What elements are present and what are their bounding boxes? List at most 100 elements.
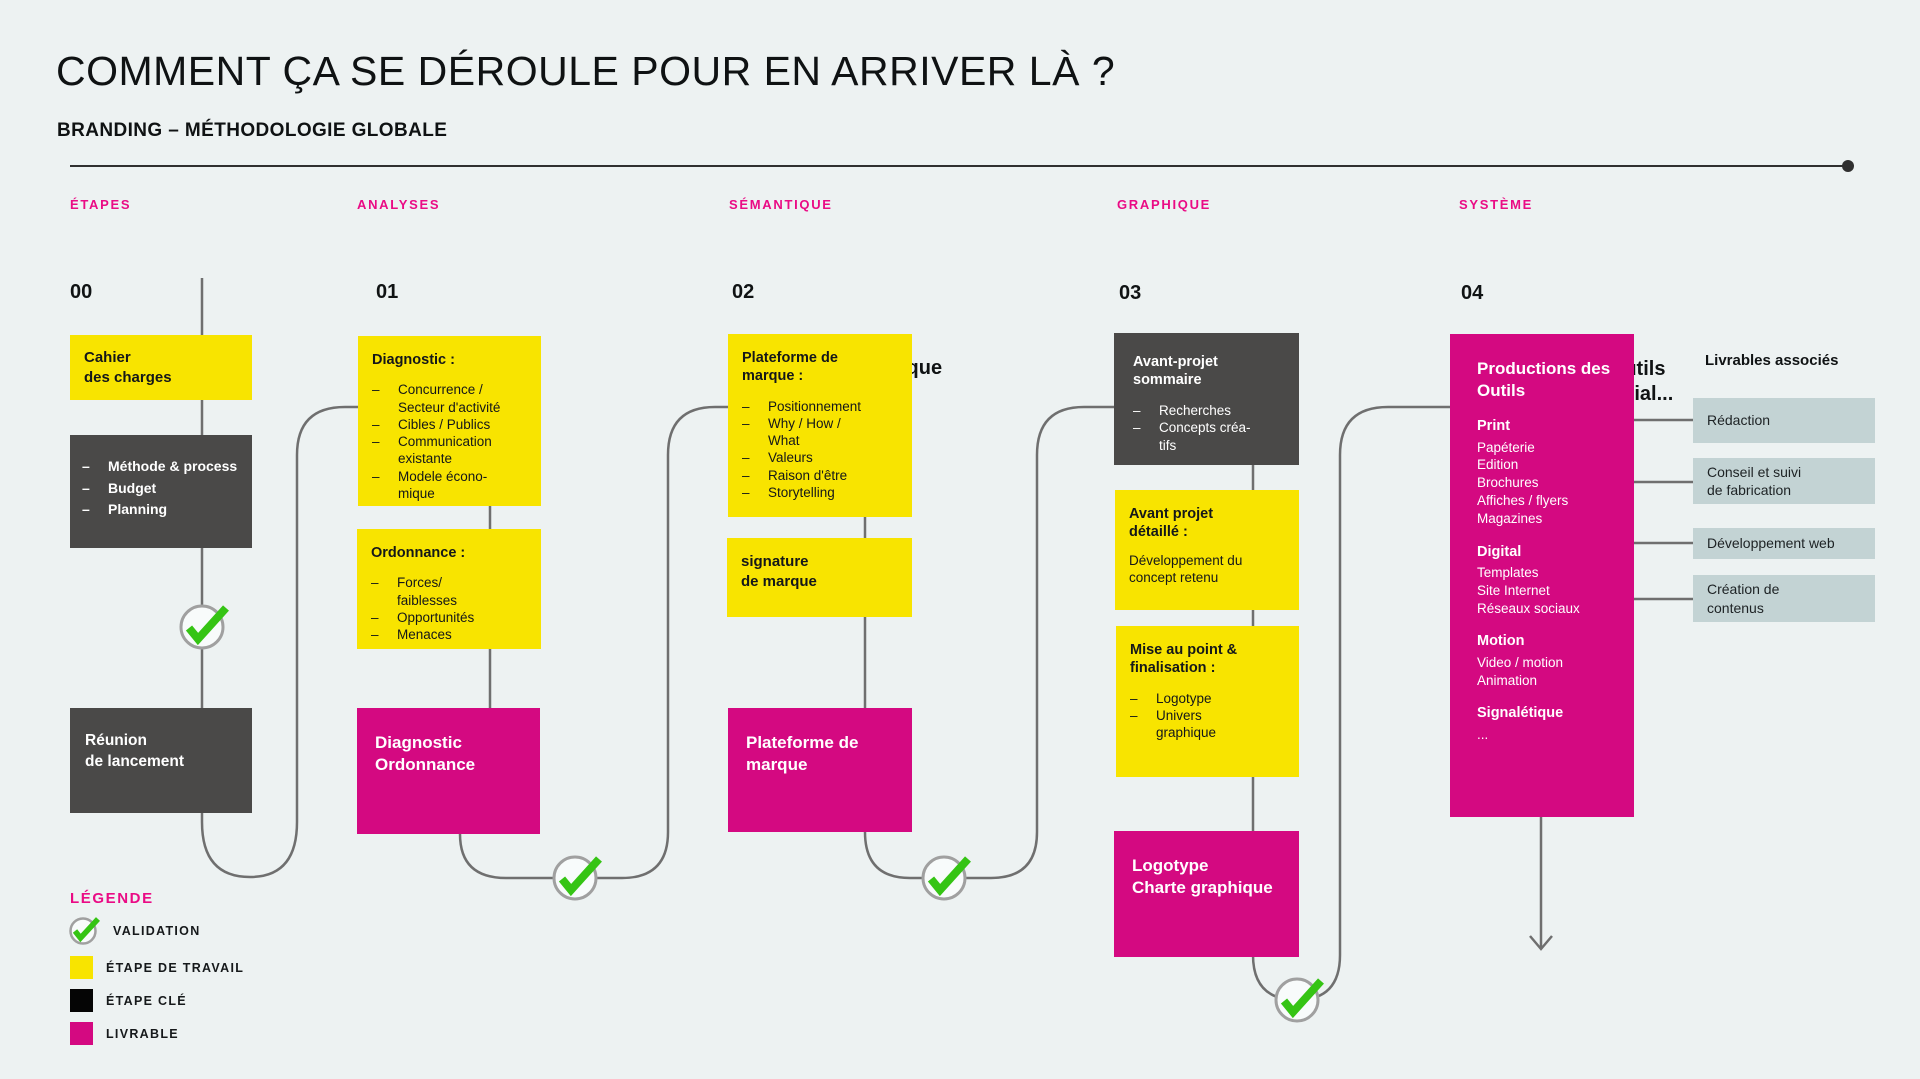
- list-item: Méthode & process: [82, 456, 246, 478]
- list-item: Recherches: [1133, 402, 1293, 420]
- step-00-number: 00: [70, 280, 93, 303]
- box-mise-au-point-finalisation: Mise au point & finalisation : Logotype …: [1116, 626, 1299, 777]
- list-item: Positionnement: [742, 398, 906, 415]
- box-heading: Avant projet détaillé :: [1129, 506, 1214, 541]
- deliverable-diagnostic-ordonnance: Diagnostic Ordonnance: [357, 708, 540, 834]
- connector-step3-to-step4: [1251, 405, 1450, 1002]
- page-subtitle: BRANDING – MÉTHODOLOGIE GLOBALE: [57, 120, 448, 141]
- box-methode-budget-planning: Méthode & process Budget Planning: [70, 435, 252, 548]
- list-item: Valeurs: [742, 449, 906, 466]
- list-item: Concepts créa- tifs: [1133, 419, 1293, 454]
- connector-step0-to-step1: [200, 278, 358, 879]
- box-plateforme-de-marque: Plateforme de marque : Positionnement Wh…: [728, 334, 912, 517]
- final-arrow-head-icon: [1529, 935, 1553, 951]
- box-label: Réunion de lancement: [85, 732, 185, 770]
- section-heading: Motion: [1477, 633, 1525, 650]
- list-item: Budget: [82, 478, 246, 500]
- section-heading: Digital: [1477, 543, 1522, 560]
- box-avant-projet-sommaire: Avant-projet sommaire Recherches Concept…: [1114, 333, 1299, 465]
- livrable-conseil-suivi-fabrication: Conseil et suivi de fabrication: [1693, 458, 1875, 504]
- validation-check-icon: [921, 855, 971, 901]
- column-tag-semantique: SÉMANTIQUE: [729, 197, 833, 212]
- column-tag-etapes: ÉTAPES: [70, 197, 132, 212]
- livrable-creation-de-contenus: Création de contenus: [1693, 575, 1875, 622]
- deliverable-label: Logotype Charte graphique: [1132, 856, 1273, 898]
- list-item: Modele écono- mique: [372, 468, 535, 503]
- deliverable-label: Plateforme de marque: [746, 733, 859, 775]
- box-avant-projet-detaille: Avant projet détaillé : Développement du…: [1115, 490, 1299, 610]
- header-rule-end-dot: [1842, 160, 1854, 172]
- list-item: Planning: [82, 499, 246, 521]
- legend-label: ÉTAPE DE TRAVAIL: [106, 960, 245, 975]
- step-03-number: 03: [1119, 281, 1142, 304]
- list-item: Cibles / Publics: [372, 416, 535, 433]
- legend-item-etape-cle: ÉTAPE CLÉ: [70, 989, 187, 1012]
- box-body: Développement du concept retenu: [1129, 552, 1243, 586]
- validation-check-icon: [69, 917, 100, 945]
- yellow-swatch-icon: [70, 956, 93, 979]
- list-item: Opportunités: [371, 609, 535, 626]
- box-ordonnance: Ordonnance : Forces/ faiblesses Opportun…: [357, 529, 541, 649]
- legend-item-validation: VALIDATION: [66, 913, 201, 949]
- legend-item-etape-de-travail: ÉTAPE DE TRAVAIL: [70, 956, 244, 979]
- box-signature-de-marque: signature de marque: [727, 538, 912, 617]
- validation-check-icon: [552, 855, 602, 901]
- legend-title: LÉGENDE: [70, 890, 154, 907]
- legend-label: ÉTAPE CLÉ: [106, 993, 187, 1008]
- box-diagnostic: Diagnostic : Concurrence / Secteur d'act…: [358, 336, 541, 506]
- deliverable-plateforme-de-marque: Plateforme de marque: [728, 708, 912, 832]
- deliverable-label: Diagnostic Ordonnance: [375, 733, 476, 775]
- section-heading: Signalétique: [1477, 705, 1564, 722]
- step-01-number: 01: [376, 280, 399, 303]
- pink-swatch-icon: [70, 1022, 93, 1045]
- box-cahier-des-charges: Cahier des charges: [70, 335, 252, 400]
- section-print: Print Papéterie Edition Brochures Affich…: [1477, 418, 1626, 527]
- list-item: Raison d'être: [742, 467, 906, 484]
- box-label: Cahier des charges: [84, 349, 172, 386]
- column-tag-systeme: SYSTÈME: [1459, 197, 1534, 212]
- box-reunion-de-lancement: Réunion de lancement: [70, 708, 252, 813]
- section-items: Video / motion Animation: [1477, 654, 1564, 688]
- livrable-redaction: Rédaction: [1693, 398, 1875, 443]
- section-items: Templates Site Internet Réseaux sociaux: [1477, 565, 1580, 616]
- list-item: Why / How / What: [742, 415, 906, 450]
- connector-step1-to-step2: [458, 405, 728, 880]
- list-item: Logotype: [1130, 690, 1293, 707]
- column-tag-analyses: ANALYSES: [357, 197, 441, 212]
- deliverable-logotype-charte-graphique: Logotype Charte graphique: [1114, 831, 1299, 957]
- list-item: Univers graphique: [1130, 707, 1293, 742]
- legend-label: VALIDATION: [113, 924, 201, 938]
- box-heading: Productions des Outils: [1477, 359, 1611, 401]
- section-items: Papéterie Edition Brochures Affiches / f…: [1477, 439, 1569, 526]
- livrable-developpement-web: Développement web: [1693, 528, 1875, 559]
- section-signaletique: Signalétique ...: [1477, 705, 1626, 743]
- step-02-number: 02: [732, 280, 755, 303]
- list-item: Concurrence / Secteur d'activité: [372, 381, 535, 416]
- step-04-number: 04: [1461, 281, 1484, 304]
- section-digital: Digital Templates Site Internet Réseaux …: [1477, 544, 1626, 618]
- list-item: Communication existante: [372, 433, 535, 468]
- black-swatch-icon: [70, 989, 93, 1012]
- box-productions-des-outils: Productions des Outils Print Papéterie E…: [1450, 334, 1634, 817]
- list-item: Forces/ faiblesses: [371, 574, 535, 609]
- legend-label: LIVRABLE: [106, 1026, 179, 1041]
- validation-check-icon: [1274, 977, 1324, 1023]
- box-heading: Avant-projet sommaire: [1133, 354, 1218, 389]
- box-label: signature de marque: [741, 553, 817, 590]
- list-item: Menaces: [371, 626, 535, 643]
- section-heading: Print: [1477, 418, 1511, 435]
- box-heading: Mise au point & finalisation :: [1130, 642, 1238, 677]
- box-heading: Diagnostic :: [372, 352, 455, 368]
- legend-item-livrable: LIVRABLE: [70, 1022, 179, 1045]
- box-heading: Plateforme de marque :: [742, 350, 838, 385]
- section-motion: Motion Video / motion Animation: [1477, 633, 1626, 689]
- validation-check-icon: [179, 604, 229, 650]
- livrables-associes-heading: Livrables associés: [1705, 352, 1839, 369]
- list-item: Storytelling: [742, 484, 906, 501]
- connector-livrables-links: [1634, 418, 1693, 601]
- column-tag-graphique: GRAPHIQUE: [1117, 197, 1212, 212]
- box-heading: Ordonnance :: [371, 545, 466, 561]
- connector-step2-to-step3: [863, 405, 1114, 880]
